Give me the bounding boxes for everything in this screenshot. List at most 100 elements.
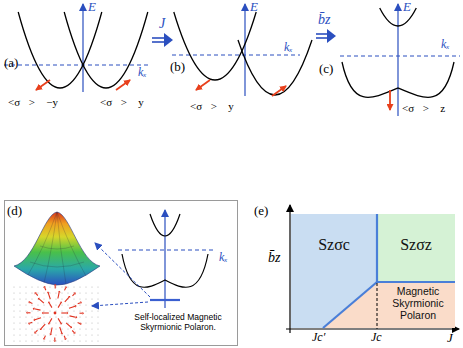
grid-dot xyxy=(49,328,50,329)
axis-label: kₓ xyxy=(138,66,147,80)
grid-dot xyxy=(25,316,26,317)
spin-label: <σ⃗>∥ z xyxy=(402,102,445,115)
grid-dot xyxy=(13,286,14,287)
spin-vector-head xyxy=(33,318,35,321)
spin-vector-head xyxy=(64,338,67,340)
grid-dot xyxy=(61,298,62,299)
grid-dot xyxy=(25,310,26,311)
spin-vector-head xyxy=(49,334,52,336)
spin-vector xyxy=(66,323,71,327)
grid-dot xyxy=(55,286,56,287)
spin-arrow xyxy=(389,90,391,110)
band-curve xyxy=(174,12,256,80)
grid-dot xyxy=(13,328,14,329)
spin-vector-head xyxy=(83,312,85,315)
grid-dot xyxy=(19,310,20,311)
grid-dot xyxy=(67,286,68,287)
spin-vector-head xyxy=(35,292,37,294)
grid-dot xyxy=(13,310,14,311)
grid-dot xyxy=(85,292,86,293)
energy-axis xyxy=(397,4,398,116)
grid-dot xyxy=(25,322,26,323)
phase-label: Magnetic Skyrmionic Polaron xyxy=(383,285,453,321)
grid-dot xyxy=(49,286,50,287)
spin-label: <σ⃗>∥ −y xyxy=(8,96,58,109)
grid-dot xyxy=(61,304,62,305)
grid-dot xyxy=(31,340,32,341)
spin-arrow xyxy=(196,80,210,90)
grid-dot xyxy=(55,334,56,335)
band-curve xyxy=(64,12,148,88)
phase-boundary xyxy=(376,214,378,282)
grid-dot xyxy=(55,316,56,317)
axis-label: E xyxy=(250,0,258,15)
phase-label: Szσz xyxy=(377,236,455,254)
spin-vector-head xyxy=(58,291,61,293)
spin-vector xyxy=(78,303,81,304)
grid-dot xyxy=(55,292,56,293)
spin-vector xyxy=(41,324,45,329)
k-axis xyxy=(172,55,300,56)
grid-dot xyxy=(85,322,86,323)
grid-dot xyxy=(31,298,32,299)
grid-dot xyxy=(13,340,14,341)
band-curve xyxy=(342,62,454,97)
grid-dot xyxy=(25,298,26,299)
k-axis xyxy=(4,65,150,66)
localized-level xyxy=(150,299,180,301)
spin-vector-head xyxy=(64,286,67,288)
spin-vector xyxy=(44,336,45,339)
grid-dot xyxy=(61,310,62,311)
grid-dot xyxy=(13,292,14,293)
grid-dot xyxy=(67,310,68,311)
grid-dot xyxy=(79,292,80,293)
grid-dot xyxy=(67,340,68,341)
grid-dot xyxy=(91,334,92,335)
grid-dot xyxy=(61,286,62,287)
grid-dot xyxy=(19,304,20,305)
spin-vector-head xyxy=(28,322,30,325)
grid-dot xyxy=(19,340,20,341)
spin-vector-head xyxy=(28,301,30,304)
grid-dot xyxy=(91,316,92,317)
spin-vector-head xyxy=(60,322,63,324)
spin-vector-head xyxy=(74,293,76,295)
figure-part xyxy=(40,246,74,249)
spin-vector xyxy=(35,330,37,332)
grid-dot xyxy=(97,340,98,341)
spin-vector xyxy=(48,293,50,299)
grid-dot xyxy=(43,322,44,323)
grid-dot xyxy=(67,304,68,305)
grid-dot xyxy=(73,304,74,305)
grid-dot xyxy=(25,304,26,305)
axis-label: kₓ xyxy=(219,251,228,265)
grid-dot xyxy=(31,304,32,305)
spin-vector xyxy=(58,292,59,298)
phase-axes xyxy=(286,205,459,333)
grid-dot xyxy=(55,322,56,323)
grid-dot xyxy=(55,304,56,305)
axis-label: kₓ xyxy=(284,41,293,55)
grid-dot xyxy=(37,322,38,323)
grid-dot xyxy=(97,310,98,311)
k-axis xyxy=(340,56,460,57)
grid-dot xyxy=(85,286,86,287)
grid-dot xyxy=(13,316,14,317)
spin-vector xyxy=(58,318,61,323)
spin-vector xyxy=(72,331,74,333)
grid-dot xyxy=(13,334,14,335)
grid-dot xyxy=(37,328,38,329)
spin-vector xyxy=(58,303,61,308)
spin-vector xyxy=(35,318,41,320)
grid-dot xyxy=(31,286,32,287)
spin-label: <σ⃗>∥ y xyxy=(190,100,234,113)
spin-vector xyxy=(39,299,44,303)
grid-dot xyxy=(49,310,50,311)
tick-label: Jc′ xyxy=(312,331,325,345)
grid-dot xyxy=(73,328,74,329)
panel-label: (b) xyxy=(170,60,185,75)
grid-dot xyxy=(79,298,80,299)
axis-label: E xyxy=(88,0,96,15)
figure-part xyxy=(30,262,84,267)
grid-dot xyxy=(55,310,56,311)
